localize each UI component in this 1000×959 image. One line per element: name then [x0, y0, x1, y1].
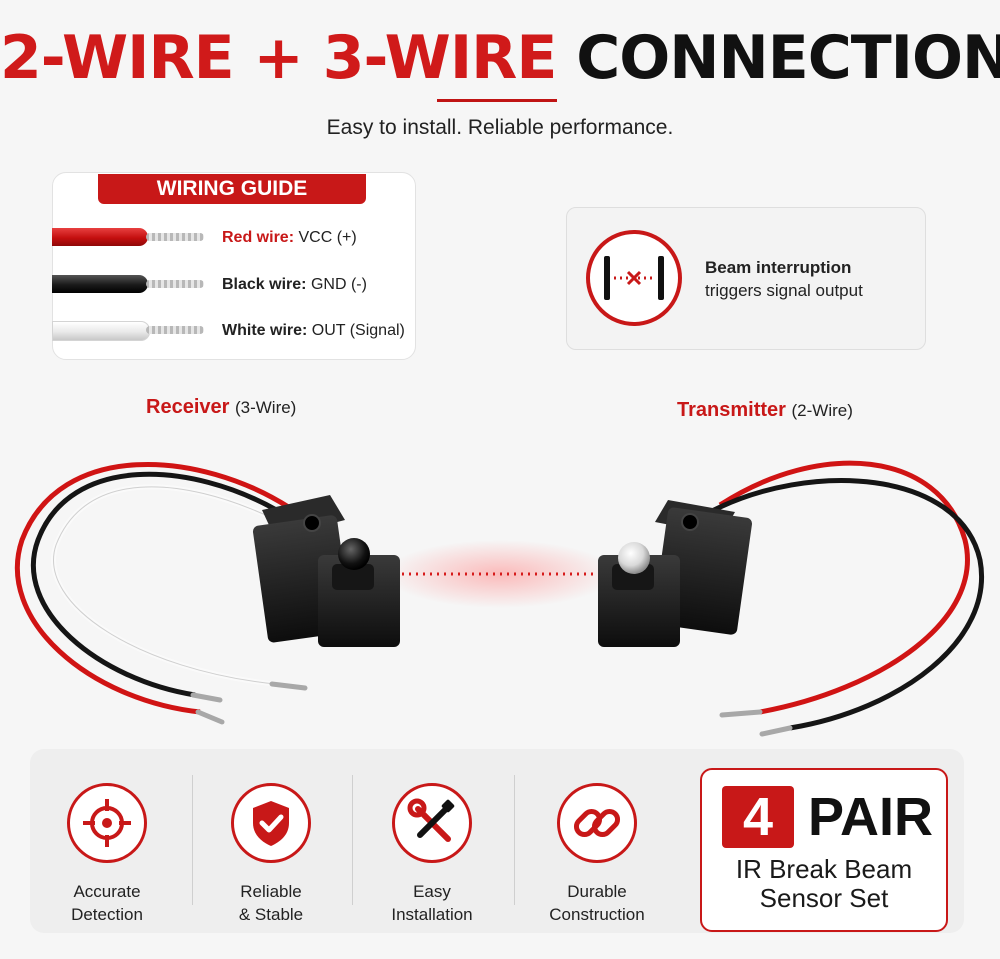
pair-description: IR Break Beam Sensor Set	[700, 855, 948, 913]
feature-4-line2: Construction	[549, 905, 645, 924]
feature-2-line1: Reliable	[240, 882, 302, 901]
transmitter-label: Transmitter (2-Wire)	[677, 399, 853, 422]
white-wire-strand	[146, 326, 204, 334]
feature-3-line2: Installation	[391, 905, 473, 924]
shield-check-icon	[231, 783, 311, 863]
receiver-red-tip	[195, 709, 225, 725]
white-wire-illustration	[52, 321, 150, 341]
transmitter-lens	[618, 542, 650, 574]
receiver-red-wire	[14, 461, 292, 715]
transmitter-body	[598, 500, 753, 647]
receiver-lens	[338, 538, 370, 570]
beam-info-text: Beam interruption triggers signal output	[705, 256, 863, 302]
receiver-wire-count: (3-Wire)	[234, 398, 297, 417]
title-part-2wire: 2-WIRE	[0, 23, 235, 93]
crosshair-icon	[67, 783, 147, 863]
red-wire-row: Red wire: VCC (+)	[222, 229, 357, 247]
transmitter-black-tip	[759, 725, 793, 737]
beam-info-line2: triggers signal output	[705, 281, 863, 300]
white-wire-row: White wire: OUT (Signal)	[222, 322, 405, 340]
red-wire-strand	[146, 233, 204, 241]
feature-easy-installation: Easy Installation	[357, 783, 507, 926]
black-wire-row: Black wire: GND (-)	[222, 276, 367, 294]
black-wire-strand	[146, 280, 204, 288]
black-wire-illustration	[52, 275, 148, 293]
white-wire-function: OUT (Signal)	[311, 322, 405, 339]
pair-count: 4	[722, 786, 794, 848]
feature-1-line2: Detection	[71, 905, 143, 924]
transmitter-black-wire	[708, 478, 984, 731]
feature-1-line1: Accurate	[73, 882, 141, 901]
pair-description-line1: IR Break Beam	[735, 854, 913, 884]
sensor-illustration	[14, 460, 984, 737]
red-wire-function: VCC (+)	[298, 229, 357, 246]
transmitter-wire-count: (2-Wire)	[791, 401, 853, 420]
receiver-body	[252, 495, 400, 647]
feature-3-line1: Easy	[413, 882, 451, 901]
pair-word: PAIR	[808, 787, 934, 847]
transmitter-red-wire	[718, 460, 970, 715]
receiver-name: Receiver	[146, 396, 230, 418]
title-underline	[437, 99, 557, 102]
tools-icon	[392, 783, 472, 863]
red-wire-illustration	[52, 228, 148, 246]
feature-4-line1: Durable	[567, 882, 627, 901]
receiver-black-tip	[190, 692, 223, 703]
chain-link-icon	[557, 783, 637, 863]
title-plus: +	[233, 23, 323, 93]
feature-2-line2: & Stable	[238, 905, 304, 924]
title-part-connection: CONNECTION	[556, 23, 1000, 93]
red-wire-name: Red wire:	[222, 229, 295, 246]
feature-divider	[352, 775, 353, 905]
black-wire-name: Black wire:	[222, 276, 307, 293]
beam-interruption-icon	[586, 230, 682, 326]
feature-reliable-stable: Reliable & Stable	[196, 783, 346, 926]
transmitter-name: Transmitter	[677, 399, 786, 421]
page-title: 2-WIRE + 3-WIRE CONNECTION	[0, 18, 1000, 98]
black-wire-function: GND (-)	[310, 276, 367, 293]
feature-durable-construction: Durable Construction	[522, 783, 672, 926]
beam-info-line1: Beam interruption	[705, 258, 852, 277]
feature-divider	[192, 775, 193, 905]
receiver-label: Receiver (3-Wire)	[146, 396, 296, 419]
receiver-black-wire	[30, 471, 282, 698]
transmitter-red-tip	[719, 709, 763, 718]
wiring-guide-title: WIRING GUIDE	[98, 174, 366, 204]
receiver-white-tip	[269, 681, 308, 691]
subtitle: Easy to install. Reliable performance.	[326, 116, 674, 139]
feature-divider	[514, 775, 515, 905]
white-wire-name: White wire:	[222, 322, 308, 339]
feature-accurate-detection: Accurate Detection	[32, 783, 182, 926]
pair-description-line2: Sensor Set	[759, 883, 889, 913]
title-part-3wire: 3-WIRE	[322, 23, 558, 93]
receiver-white-wire	[51, 484, 276, 687]
